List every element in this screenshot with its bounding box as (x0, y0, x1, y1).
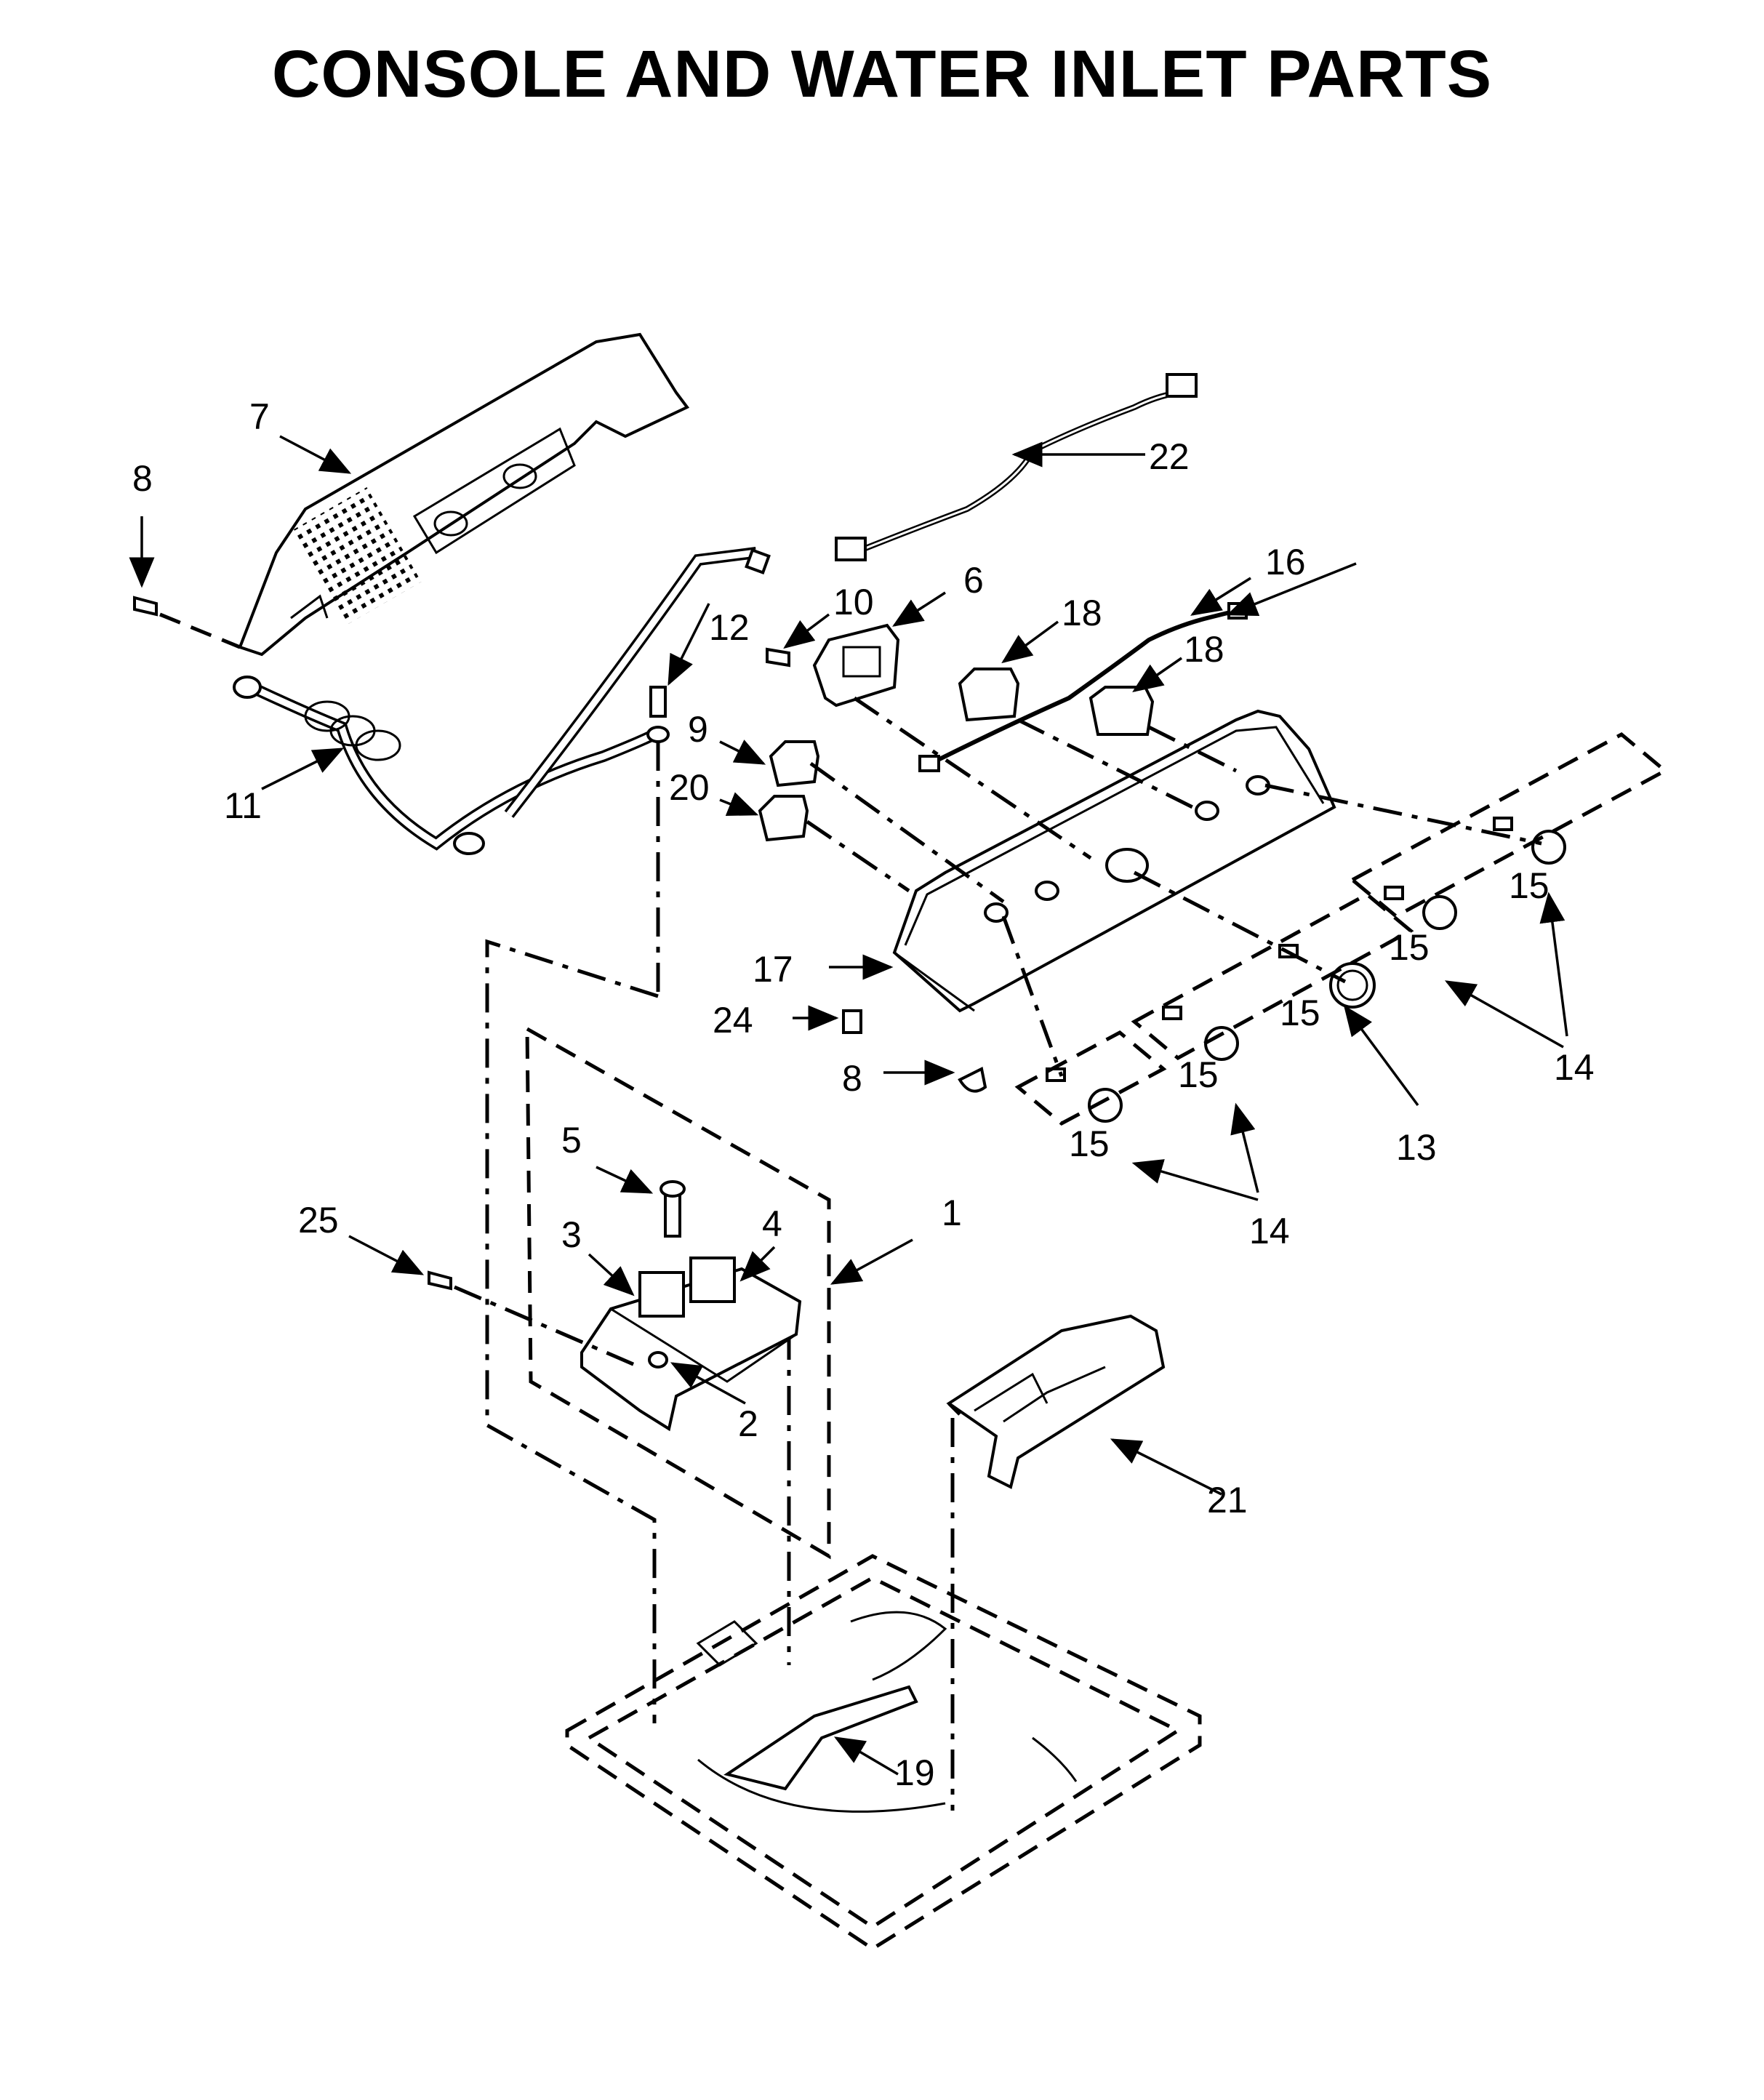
align-line (809, 761, 1005, 904)
control-board-6 (766, 623, 900, 708)
console-17 (892, 709, 1336, 1013)
callout-4: 4 (762, 1203, 782, 1244)
align-line (1133, 870, 1347, 984)
align-line (485, 939, 659, 1723)
align-line (1147, 725, 1238, 773)
clip-24 (842, 1009, 862, 1034)
knob-box-14-b (1131, 891, 1414, 1061)
water-valve-assembly (580, 1180, 802, 1432)
screw-25 (428, 1270, 641, 1369)
callout-15-a: 15 (1509, 865, 1549, 906)
switch-18-lower (1089, 686, 1155, 736)
callout-11: 11 (224, 785, 262, 826)
callout-14-right: 14 (1554, 1047, 1595, 1088)
callout-2: 2 (738, 1403, 758, 1444)
callout-15-d: 15 (1178, 1054, 1219, 1095)
knob-box-14-a (1014, 1030, 1167, 1126)
valve-box-1 (525, 1025, 831, 1560)
align-line (853, 696, 1092, 860)
callout-12: 12 (709, 607, 750, 648)
leader-lines (129, 435, 1568, 1776)
callout-13: 13 (1396, 1127, 1437, 1168)
callout-10: 10 (833, 582, 874, 622)
screw-8-lower (958, 1067, 987, 1093)
callout-7: 7 (249, 396, 270, 437)
callout-15-c: 15 (1280, 993, 1320, 1033)
align-line (806, 819, 910, 893)
switch-9 (769, 740, 820, 788)
callout-18-upper: 18 (1062, 593, 1102, 633)
screw-12 (646, 686, 670, 743)
callout-1: 1 (942, 1193, 962, 1233)
align-line (1264, 783, 1542, 846)
align-line (1001, 915, 1064, 1077)
callout-21: 21 (1207, 1480, 1248, 1520)
callout-3: 3 (561, 1214, 582, 1255)
callout-15-e: 15 (1069, 1123, 1110, 1164)
callout-20: 20 (669, 767, 710, 808)
page-title: CONSOLE AND WATER INLET PARTS (271, 37, 1493, 111)
callout-16: 16 (1265, 542, 1306, 582)
callout-24: 24 (713, 1000, 753, 1041)
callout-17: 17 (753, 949, 793, 990)
top-panel (565, 1554, 1202, 1951)
water-inlet-hose (233, 547, 771, 855)
screw-8-upper (133, 596, 241, 649)
knob-box-14-c (1349, 732, 1669, 919)
switch-20 (758, 795, 809, 842)
dispenser-drawer-21 (946, 1314, 1166, 1489)
rear-console-panel (238, 332, 690, 657)
callout-14-lower: 14 (1249, 1211, 1290, 1251)
callout-5: 5 (561, 1120, 582, 1161)
callout-8-upper: 8 (132, 458, 153, 499)
callout-labels: 1 2 3 4 5 6 7 8 8 9 10 11 12 13 14 14 14… (132, 396, 1595, 1793)
callout-9: 9 (688, 709, 708, 750)
callout-19: 19 (894, 1752, 935, 1793)
callout-6: 6 (963, 560, 984, 601)
callout-15-b: 15 (1389, 927, 1430, 968)
callout-8-lower: 8 (842, 1058, 862, 1099)
callout-22: 22 (1149, 436, 1190, 477)
callout-18-lower: 18 (1184, 629, 1224, 670)
callout-25: 25 (298, 1200, 339, 1241)
wire-harness-22 (835, 373, 1198, 561)
switch-18-upper (958, 668, 1020, 722)
align-line (1017, 718, 1194, 809)
